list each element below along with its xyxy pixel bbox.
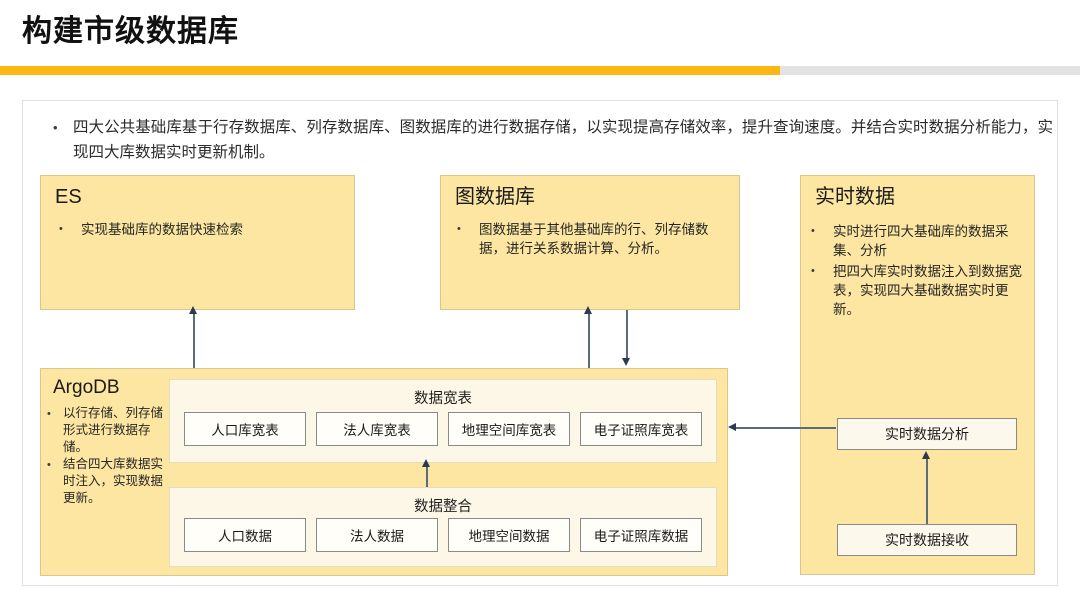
panel-argodb[interactable]: ArgoDB • 以行存储、列存储形式进行数据存储。 • 结合四大库数据实时注入… [40, 368, 728, 576]
list-item: • 结合四大库数据实时注入，实现数据更新。 [47, 456, 167, 507]
arrowhead-up-icon [189, 306, 197, 314]
list-item: • 实现基础库的数据快速检索 [59, 220, 339, 239]
bullet-marker-icon: • [47, 459, 51, 471]
list-item: • 实时进行四大基础库的数据采集、分析 [811, 222, 1029, 260]
group-data-integration-chips: 人口数据 法人数据 地理空间数据 电子证照库数据 [184, 518, 702, 552]
arrowhead-up-icon [922, 451, 930, 459]
chip-merge-1[interactable]: 法人数据 [316, 518, 438, 552]
intro-bullet: • 四大公共基础库基于行存数据库、列存数据库、图数据库的进行数据存储，以实现提高… [53, 115, 1053, 165]
arrowhead-up-icon [584, 306, 592, 314]
panel-es-title: ES [55, 186, 82, 208]
bullet-marker-icon: • [47, 408, 51, 420]
group-data-integration-title: 数据整合 [414, 499, 472, 515]
connector-integration-to-widetable [426, 465, 428, 487]
bullet-marker-icon: • [811, 265, 815, 277]
panel-es[interactable]: ES • 实现基础库的数据快速检索 [40, 175, 355, 310]
group-data-integration: 数据整合 人口数据 法人数据 地理空间数据 电子证照库数据 [169, 487, 717, 567]
panel-realtime-bullet-1: 把四大库实时数据注入到数据宽表，实现四大基础数据实时更新。 [833, 264, 1022, 317]
panel-realtime[interactable]: 实时数据 • 实时进行四大基础库的数据采集、分析 • 把四大库实时数据注入到数据… [800, 175, 1035, 575]
panel-argodb-title: ArgoDB [53, 377, 120, 398]
group-wide-table-title: 数据宽表 [414, 391, 472, 407]
arrowhead-down-icon [622, 358, 630, 366]
panel-realtime-bullet-0: 实时进行四大基础库的数据采集、分析 [833, 224, 1009, 258]
title-accent-rule [0, 66, 780, 75]
arrowhead-left-icon [728, 423, 736, 431]
panel-graph-db-title: 图数据库 [455, 186, 535, 208]
list-item: • 把四大库实时数据注入到数据宽表，实现四大基础数据实时更新。 [811, 262, 1029, 319]
connector-argodb-to-graphdb [588, 312, 590, 368]
panel-graph-db[interactable]: 图数据库 • 图数据基于其他基础库的行、列存储数据，进行关系数据计算、分析。 [440, 175, 740, 310]
panel-graph-db-bullets: • 图数据基于其他基础库的行、列存储数据，进行关系数据计算、分析。 [457, 220, 732, 258]
connector-analysis-to-widetable [736, 427, 836, 429]
panel-graph-db-bullet-0: 图数据基于其他基础库的行、列存储数据，进行关系数据计算、分析。 [479, 222, 709, 256]
chip-merge-0[interactable]: 人口数据 [184, 518, 306, 552]
chip-merge-3[interactable]: 电子证照库数据 [580, 518, 702, 552]
connector-graphdb-to-argodb [626, 310, 628, 362]
chip-wide-1[interactable]: 法人库宽表 [316, 412, 438, 446]
bullet-marker-icon: • [811, 225, 815, 237]
connector-receive-to-analysis [926, 458, 928, 524]
bullet-marker-icon: • [59, 223, 63, 235]
group-wide-table-chips: 人口库宽表 法人库宽表 地理空间库宽表 电子证照库宽表 [184, 412, 702, 446]
group-wide-table: 数据宽表 人口库宽表 法人库宽表 地理空间库宽表 电子证照库宽表 [169, 379, 717, 463]
panel-argodb-bullet-1: 结合四大库数据实时注入，实现数据更新。 [63, 457, 164, 505]
panel-realtime-bullets: • 实时进行四大基础库的数据采集、分析 • 把四大库实时数据注入到数据宽表，实现… [811, 222, 1029, 321]
panel-argodb-bullet-0: 以行存储、列存储形式进行数据存储。 [63, 406, 164, 454]
panel-realtime-title: 实时数据 [815, 186, 895, 208]
arrowhead-up-icon [422, 459, 430, 467]
chip-wide-3[interactable]: 电子证照库宽表 [580, 412, 702, 446]
panel-es-bullets: • 实现基础库的数据快速检索 [59, 220, 339, 239]
node-realtime-receive[interactable]: 实时数据接收 [837, 524, 1017, 556]
page-title: 构建市级数据库 [22, 15, 239, 48]
chip-merge-2[interactable]: 地理空间数据 [448, 518, 570, 552]
bullet-marker-icon: • [53, 120, 58, 135]
node-realtime-analysis[interactable]: 实时数据分析 [837, 418, 1017, 450]
panel-argodb-bullets: • 以行存储、列存储形式进行数据存储。 • 结合四大库数据实时注入，实现数据更新… [47, 405, 167, 507]
chip-wide-2[interactable]: 地理空间库宽表 [448, 412, 570, 446]
panel-es-bullet-0: 实现基础库的数据快速检索 [81, 222, 243, 237]
title-secondary-rule [780, 66, 1080, 75]
connector-argodb-to-es [193, 312, 195, 368]
bullet-marker-icon: • [457, 223, 461, 235]
chip-wide-0[interactable]: 人口库宽表 [184, 412, 306, 446]
list-item: • 以行存储、列存储形式进行数据存储。 [47, 405, 167, 456]
list-item: • 图数据基于其他基础库的行、列存储数据，进行关系数据计算、分析。 [457, 220, 732, 258]
intro-text: 四大公共基础库基于行存数据库、列存数据库、图数据库的进行数据存储，以实现提高存储… [73, 119, 1053, 161]
